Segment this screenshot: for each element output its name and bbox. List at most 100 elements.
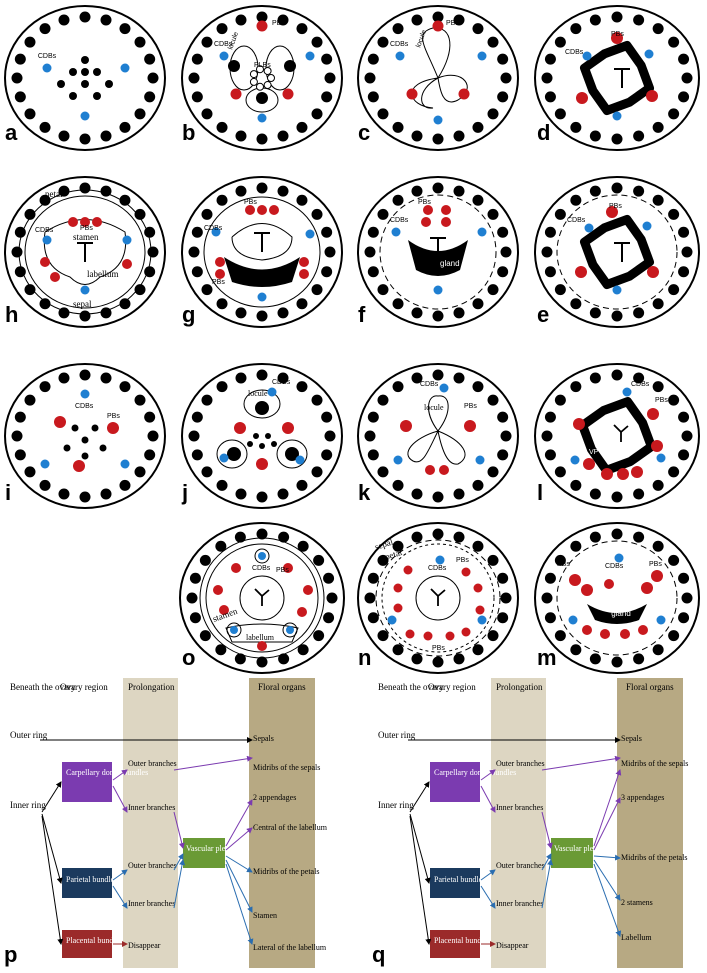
outer-ring-bundle	[311, 36, 323, 48]
carpellary-dorsal-bundle	[568, 615, 578, 625]
outer-ring-bundle	[377, 284, 389, 296]
placental-label: Placental bundles	[434, 936, 490, 945]
outer-ring-bundle	[79, 133, 91, 145]
vp-label: VP	[601, 73, 611, 80]
outer-ring-bundle	[570, 540, 582, 552]
stamen-label: stamen	[73, 232, 99, 242]
outer-ring-bundle	[554, 36, 566, 48]
outer-ring-bundle	[235, 14, 247, 26]
outer-ring-bundle	[100, 14, 112, 26]
carpellary-dorsal-bundle	[582, 51, 592, 61]
outer-ring-bundle	[472, 194, 484, 206]
outer-ring-bundle	[544, 411, 556, 423]
ovary-cavity	[430, 237, 446, 257]
parietal-bundle	[257, 641, 267, 651]
parietal-bundle	[303, 585, 313, 595]
vascular-plexus	[580, 41, 654, 115]
organ-label: Central of the labellum	[253, 823, 328, 832]
outer-ring-bundle	[652, 298, 664, 310]
header-beneath: Beneath the ovary	[10, 682, 76, 692]
outer-ring-bundle	[39, 381, 51, 393]
section-outline	[534, 176, 700, 328]
outer-ring-bundle	[367, 53, 379, 65]
carpellary-dorsal-bundle	[477, 227, 487, 237]
outer-ring-bundle	[256, 310, 268, 322]
parietal-bundle	[393, 603, 403, 613]
flow-arrow	[173, 859, 186, 909]
outer-ring-bundle	[472, 479, 484, 491]
placental-box	[62, 930, 112, 958]
parietal-bundle	[601, 468, 613, 480]
placental-bundle	[259, 443, 265, 449]
parietal-bundle	[213, 585, 223, 595]
placental-box	[430, 930, 480, 958]
carpellary-dorsal-bundle	[433, 115, 443, 125]
outer-ring-bundle	[611, 491, 623, 503]
panel-letter: p	[4, 942, 17, 967]
labellum-gland	[224, 257, 300, 287]
outer-ring-bundle	[367, 91, 379, 103]
outer-ring-bundle	[119, 298, 131, 310]
placental-bundle	[271, 441, 277, 447]
outer-ring-bundle	[611, 310, 623, 322]
outer-ring-bundle	[611, 11, 623, 23]
outer-ring-bundle	[554, 466, 566, 478]
sepal-layer	[24, 195, 146, 309]
plb	[267, 74, 275, 82]
outer-ring-bundle	[24, 208, 36, 220]
disappear-label: Disappear	[496, 941, 529, 950]
outer-ring-bundle	[277, 488, 289, 500]
organ-label: Stamen	[253, 911, 277, 920]
outer-ring-bundle	[497, 53, 509, 65]
placental-bundle	[81, 68, 89, 76]
placental-bundle	[63, 444, 71, 452]
parietal-bundle	[68, 217, 78, 227]
section-outline	[179, 522, 345, 674]
outer-ring-bundle	[652, 479, 664, 491]
pbs-label: PBs	[446, 20, 459, 27]
outer-branches-label: Outer branches	[128, 861, 177, 870]
flow-arrow	[225, 863, 254, 945]
carpellary-dorsal-bundle	[219, 453, 229, 463]
outer-ring-bundle	[377, 554, 389, 566]
flow-arrow	[225, 859, 253, 913]
disappear-label: Disappear	[128, 941, 161, 950]
outer-ring-bundle	[321, 266, 333, 278]
outer-ring-bundle	[377, 36, 389, 48]
outer-ring-bundle	[201, 466, 213, 478]
flow-arrow	[480, 869, 496, 881]
organ-label: Midribs of the petals	[253, 867, 319, 876]
parietal-bundle	[461, 567, 471, 577]
labellum-label: labellum	[87, 269, 119, 279]
parietal-bundle	[600, 629, 610, 639]
pbs-label: PBs	[655, 397, 668, 404]
outer-ring-bundle	[377, 466, 389, 478]
outer-ring-bundle	[392, 23, 404, 35]
outer-ring-bundle	[321, 411, 333, 423]
cdbs-label: CDBs	[204, 225, 223, 232]
outer-ring-bundle	[678, 449, 690, 461]
outer-ring-bundle	[199, 554, 211, 566]
outer-ring-bundle	[541, 72, 553, 84]
outer-ring-bundle	[678, 572, 690, 584]
labellum-outline	[225, 623, 299, 643]
outer-ring-bundle	[191, 91, 203, 103]
outer-ring-bundle	[215, 540, 227, 552]
parietal-bundle	[283, 563, 293, 573]
flow-arrow	[480, 769, 496, 781]
locule-label: locule	[248, 389, 268, 398]
parietal-bundle	[282, 422, 294, 434]
section-outline	[4, 363, 166, 509]
outer-ring-bundle	[453, 185, 465, 197]
outer-ring-bundle	[681, 430, 693, 442]
outer-ring-bundle	[432, 11, 444, 23]
section-outline	[181, 176, 343, 328]
outer-ring-bundle	[326, 592, 338, 604]
outer-ring-bundle	[324, 72, 336, 84]
vascular-plexus	[580, 215, 654, 289]
outer-ring-bundle	[633, 531, 645, 543]
outer-ring-bundle	[256, 491, 268, 503]
